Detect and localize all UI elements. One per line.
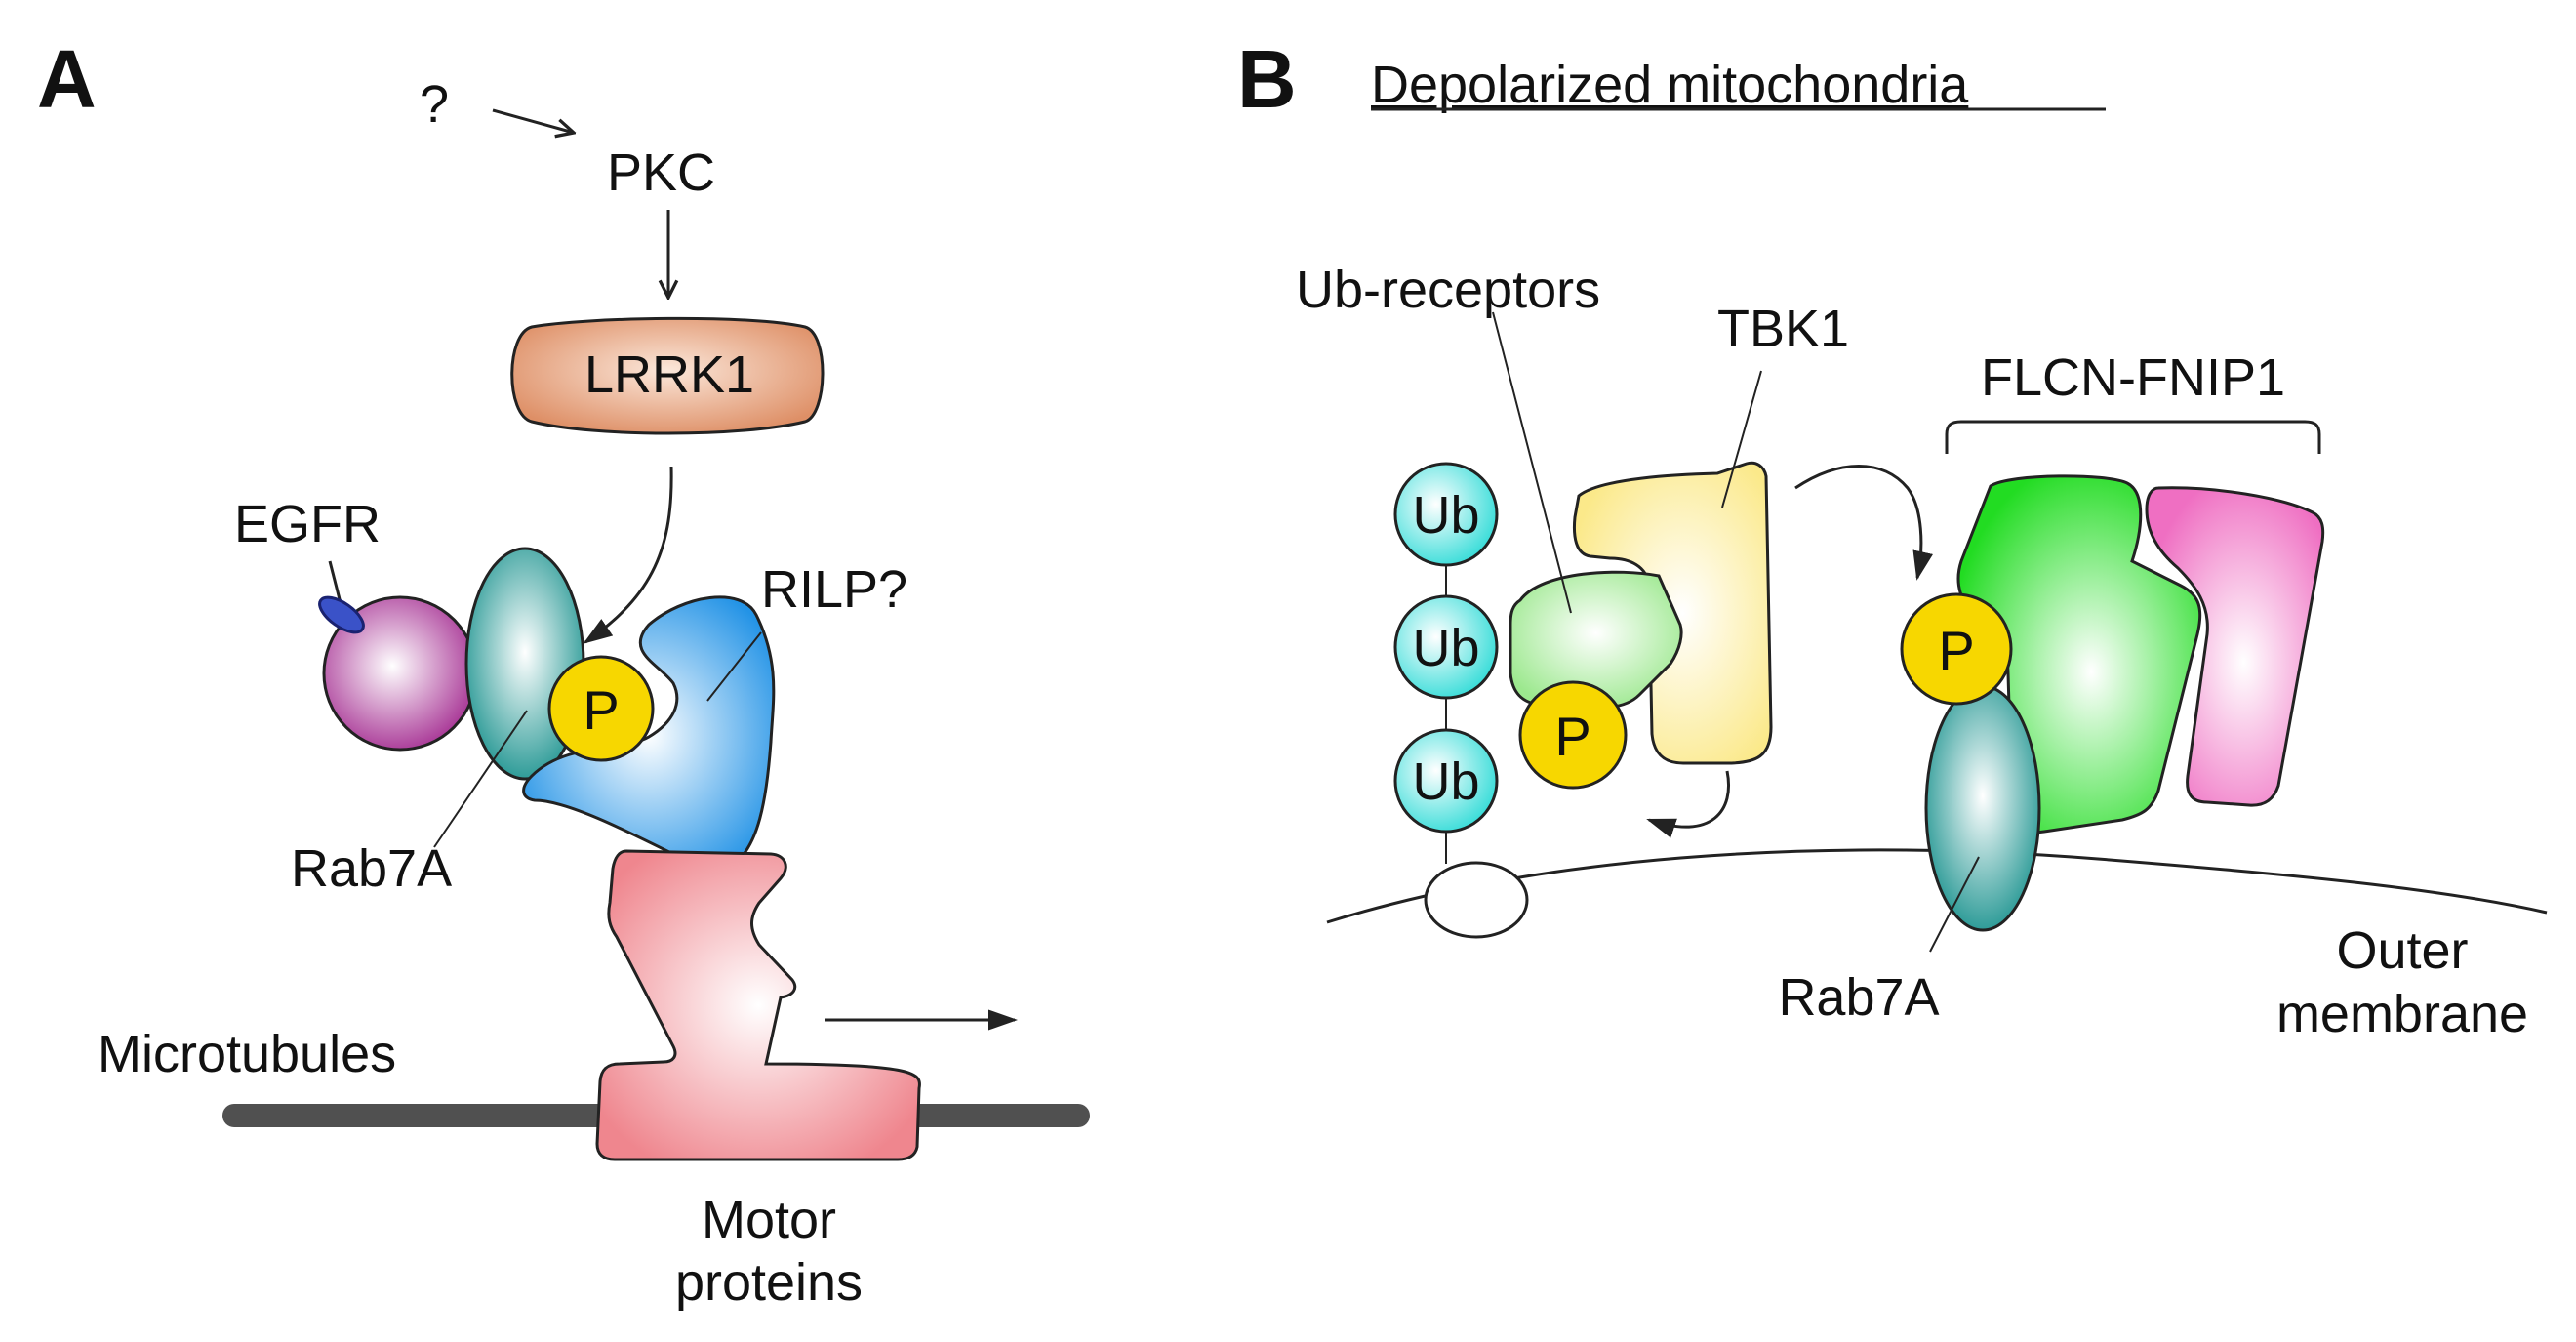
motor-label-line1: Motor	[702, 1191, 836, 1249]
ubiquitin-2	[1393, 594, 1499, 700]
phospho-site-ub-receptor	[1518, 680, 1628, 790]
panel-a: A ? PKC LRRK1 EGFR Rab7A RILP? P Microtu…	[37, 33, 1090, 1312]
rab7a-label-a: Rab7A	[291, 839, 452, 898]
ubiquitin-1	[1393, 462, 1499, 567]
egfr-receptor	[318, 595, 365, 634]
rab7a-leader-line-a	[433, 710, 528, 848]
panel-b-title: Depolarized mitochondria	[1371, 56, 1969, 114]
outer-membrane-label-line2: membrane	[2276, 985, 2528, 1043]
activator-to-pkc-arrow	[492, 108, 574, 133]
rilp-label: RILP?	[761, 560, 907, 619]
flcn-fnip1-label: FLCN-FNIP1	[1981, 348, 2285, 407]
egfr-label: EGFR	[234, 495, 381, 553]
motor-protein	[595, 849, 921, 1161]
panel-b-letter: B	[1237, 33, 1297, 125]
panel-b: B Depolarized mitochondria Ub Ub Ub TBK1…	[1237, 33, 2548, 1043]
phospho-label-rab7a: P	[1938, 620, 1974, 681]
rab7a-label-b: Rab7A	[1778, 968, 1939, 1027]
phospho-site-a	[547, 655, 655, 762]
phospho-site-rab7a	[1900, 592, 2013, 706]
panel-a-letter: A	[37, 33, 97, 125]
tbk1-leader-line	[1721, 370, 1762, 508]
rilp-adaptor	[522, 595, 776, 874]
ubiquitin-3	[1393, 728, 1499, 834]
tbk1-to-rab7a-arrow	[1794, 465, 1934, 581]
lrrk1-label: LRRK1	[584, 346, 754, 404]
phospho-label-ub-receptor: P	[1554, 706, 1590, 767]
outer-membrane-label-line1: Outer	[2336, 921, 2468, 980]
tbk1-to-receptor-arrow	[1646, 770, 1730, 838]
ub-receptor	[1509, 570, 1683, 710]
unknown-activator-label: ?	[420, 75, 449, 134]
ub-receptor-leader-line	[1492, 311, 1572, 614]
tbk1-label: TBK1	[1717, 300, 1849, 358]
rilp-leader-line	[706, 631, 762, 702]
motor-label-line2: proteins	[675, 1253, 863, 1312]
ub-label-3: Ub	[1412, 752, 1479, 811]
rab7a-gtpase-b	[1924, 684, 2041, 932]
lrrk1-kinase	[510, 316, 825, 435]
fnip1-protein	[2145, 486, 2325, 807]
phospho-label-a: P	[583, 679, 619, 741]
pkc-label: PKC	[607, 143, 715, 202]
microtubules-label: Microtubules	[98, 1025, 396, 1083]
rab7a-leader-line-b	[1929, 856, 1980, 953]
lrrk1-phosphorylation-arrow	[583, 466, 673, 644]
membrane-anchor	[1424, 861, 1529, 939]
ub-label-1: Ub	[1412, 486, 1479, 545]
ub-label-2: Ub	[1412, 619, 1479, 677]
flcn-fnip1-bracket	[1945, 420, 2321, 454]
ub-receptors-label: Ub-receptors	[1296, 261, 1600, 319]
